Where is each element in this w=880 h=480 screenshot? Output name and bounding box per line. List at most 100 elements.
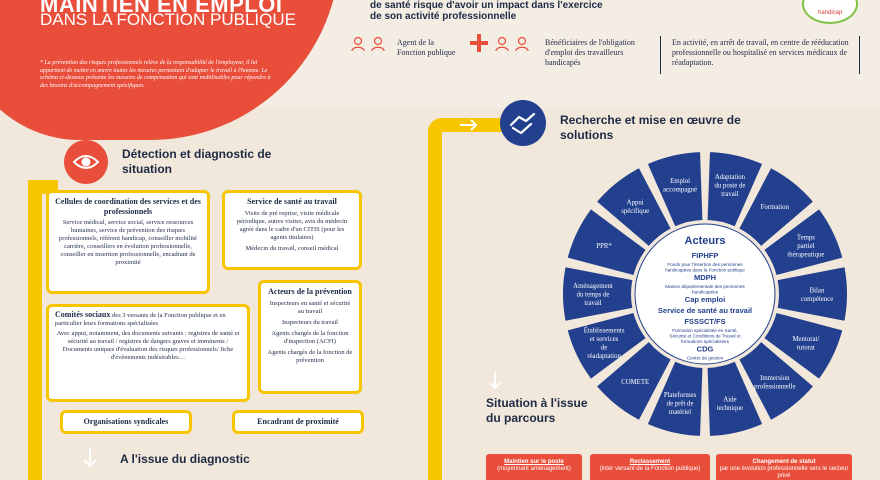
outcome-card-sub: (inter versant de la Fonction publique) (599, 466, 701, 472)
encadrant-pill: Encadrant de proximité (232, 410, 364, 434)
wheel-label: Mentorat/tutorat (793, 336, 820, 352)
arrow-down-icon (489, 372, 501, 390)
prevention-item: Agents chargés de la fonction d'inspecti… (271, 329, 349, 345)
hero-note: * La prévention des risques professionne… (40, 60, 271, 89)
logo-text: handicap (818, 10, 843, 16)
cellules-title: Cellules de coordination des services et… (55, 197, 201, 216)
wheel-segment (597, 342, 671, 420)
outcome-card-sub: par une évolution professionnelle vers l… (719, 466, 849, 479)
actor-desc: Fonds pour l'insertion des personnes (667, 262, 743, 267)
wheel-segment (707, 361, 763, 436)
outcome-card-sub: (moyennant aménagement) (497, 466, 571, 472)
prevention-item: Inspecteurs en santé et sécurité au trav… (269, 299, 351, 315)
wheel-segment (739, 342, 813, 420)
issue-title: A l'issue du diagnostic (120, 452, 250, 466)
wheel-segment (647, 361, 703, 436)
wheel-segment (563, 267, 633, 321)
flow-track-left (28, 180, 42, 480)
intro-lead: de santé risque d'avoir un impact dans l… (370, 0, 603, 22)
actor-name: CDG (697, 345, 714, 354)
wheel-segment (707, 152, 763, 227)
person-icon (495, 36, 509, 52)
handshake-icon-badge (500, 100, 546, 146)
wheel-segment (647, 152, 703, 227)
actor-desc: Sécurité et Conditions de Travail et (669, 334, 741, 339)
wheel-label: PPR* (596, 243, 612, 250)
arrow-right-icon (460, 119, 478, 131)
actor-desc: Maison départementale des personnes (665, 284, 745, 289)
person-icon (371, 36, 385, 52)
handshake-icon (509, 112, 536, 135)
wheel-segment (764, 209, 843, 276)
solutions-title: Recherche et mise en œuvre de solutions (560, 113, 741, 142)
person-icon (515, 36, 529, 52)
actor-name: MDPH (694, 273, 716, 282)
plus-icon (470, 34, 488, 52)
wheel-label: COMETE (621, 379, 649, 386)
comites-title-rest: des 3 versants de la Fonction publique e… (55, 312, 226, 327)
comites-box: Comités sociaux des 3 versants de la Fon… (46, 304, 250, 402)
actor-name: FSSSCT/FS (684, 317, 725, 326)
agent-label: Agent de la Fonction publique (397, 38, 456, 57)
comites-title: Comités sociaux (55, 310, 111, 319)
prevention-box: Acteurs de la prévention Inspecteurs en … (258, 280, 362, 394)
sante-body-2: Médecin du travail, conseil médical (245, 244, 339, 252)
cellules-box: Cellules de coordination des services et… (46, 190, 210, 294)
hero-title-main: MAINTIEN EN EMPLOI (40, 0, 283, 17)
eye-icon (72, 155, 100, 169)
comites-body: Avec appui, notamment, des documents sui… (56, 330, 240, 361)
wheel-segment (567, 312, 646, 379)
cellules-body: Service médical, service social, service… (59, 219, 197, 266)
actor-desc: formations spécialisées (681, 339, 729, 344)
hero-title-sub: DANS LA FONCTION PUBLIQUE (40, 10, 296, 29)
handicap-logo: handicap (802, 0, 858, 24)
wheel-segment (597, 168, 671, 246)
detection-title: Détection et diagnostic de situation (122, 147, 272, 176)
outcome-title: Situation à l'issue du parcours (486, 396, 588, 425)
actor-desc: Centre de gestion (687, 356, 724, 361)
context-text: En activité, en arrêt de travail, en cen… (672, 38, 849, 67)
wheel-segment (777, 267, 847, 321)
sante-title: Service de santé au travail (247, 197, 337, 206)
flow-track-right (428, 118, 442, 480)
wheel-segment (739, 168, 813, 246)
prevention-item: Agents chargés de la fonction de prévent… (267, 348, 353, 364)
wheel-segment (567, 209, 646, 276)
wheel-segment (764, 312, 843, 379)
outcome-card: Reclassement(inter versant de la Fonctio… (590, 454, 710, 480)
actor-desc: handicapées (692, 290, 719, 295)
actor-desc: handicapées dans la Fonction publique (665, 268, 745, 273)
arrow-down-icon (83, 448, 97, 468)
organisations-pill: Organisations syndicales (60, 410, 192, 434)
actor-name: FIPHFP (692, 251, 719, 260)
actors-title: Acteurs (685, 235, 726, 247)
actor-desc: Formation spécialisée en Santé, (672, 328, 738, 333)
outcome-card-title: Reclassement (629, 459, 671, 465)
actor-name: Service de santé au travail (658, 306, 752, 315)
sante-box: Service de santé au travail Visite de pr… (222, 190, 362, 270)
wheel-label: Formation (761, 204, 790, 211)
outcome-card-title: Maintien sur le poste (504, 459, 564, 465)
actors-center (634, 223, 776, 365)
actor-name: Cap emploi (685, 295, 725, 304)
prevention-title: Acteurs de la prévention (268, 287, 352, 296)
prevention-item: Inspecteurs du travail (282, 318, 338, 326)
outcome-card: Maintien sur le poste(moyennant aménagem… (486, 454, 582, 480)
outcome-card-title: Changement de statut (752, 459, 816, 465)
context-bracket (660, 36, 860, 74)
eye-icon-badge (64, 140, 108, 184)
beneficiary-label: Bénéficiaires de l'obligation d'emploi d… (545, 38, 635, 67)
sante-body: Visite de pré reprise, visite médicale p… (236, 209, 348, 241)
